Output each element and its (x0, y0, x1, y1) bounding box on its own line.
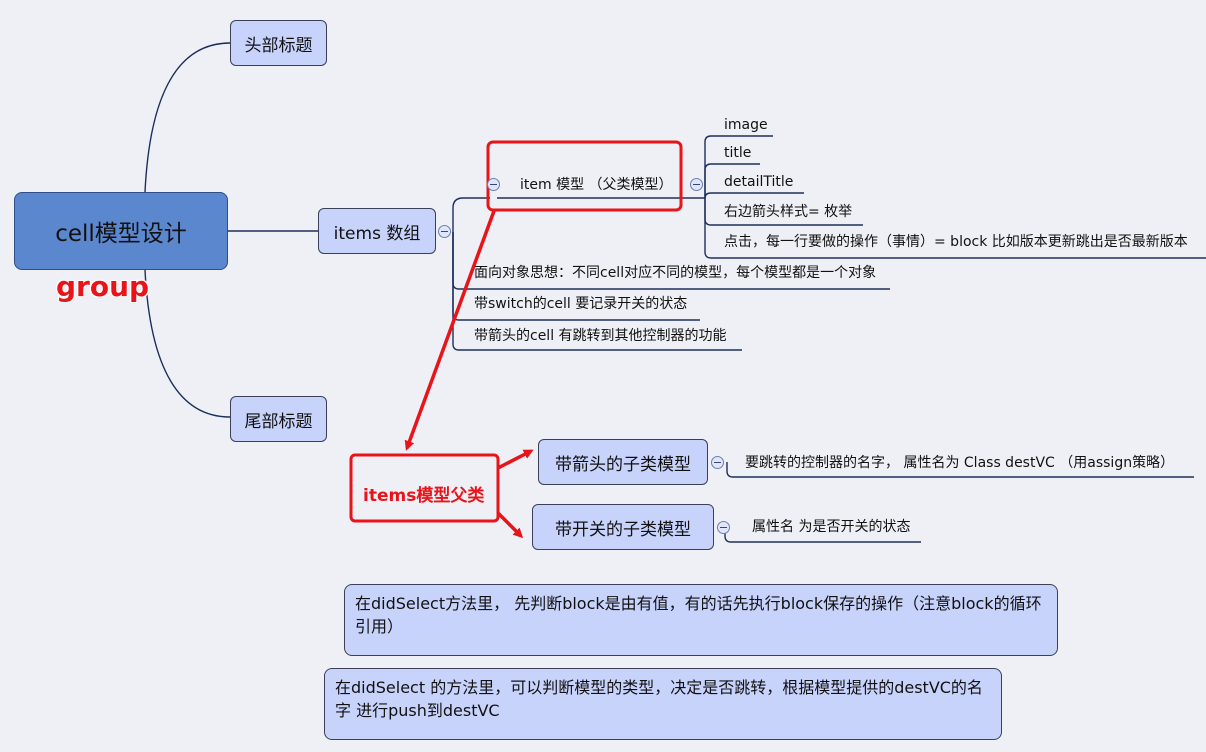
items-node[interactable]: items 数组 (318, 208, 436, 254)
connector-note-3 (452, 232, 742, 351)
item-model-expand-toggle[interactable] (487, 178, 500, 191)
property-image[interactable]: image (724, 117, 768, 133)
connector-item-model (452, 197, 490, 232)
property-detail-title[interactable]: detailTitle (724, 174, 794, 190)
root-annotation: group (56, 270, 150, 303)
property-arrow-style[interactable]: 右边箭头样式= 枚举 (724, 204, 853, 220)
arrow-to-sub-switch (496, 511, 524, 539)
subclass-arrow-label: 带箭头的子类模型 (555, 454, 691, 475)
connector-prop-title (704, 163, 760, 198)
note-didselect-push[interactable]: 在didSelect 的方法里，可以判断模型的类型，决定是否跳转，根据模型提供的… (324, 668, 1002, 740)
connector-header (144, 42, 231, 193)
header-node[interactable]: 头部标题 (230, 20, 327, 66)
property-click-block[interactable]: 点击，每一行要做的操作（事情）= block 比如版本更新跳出是否最新版本 (724, 234, 1188, 250)
connector-footer (144, 269, 231, 418)
arrow-to-parent-class (404, 210, 496, 451)
items-note-arrow[interactable]: 带箭头的cell 有跳转到其他控制器的功能 (474, 328, 727, 344)
note-didselect-block[interactable]: 在didSelect方法里， 先判断block是由有值，有的话先执行block保… (344, 584, 1058, 656)
items-collapse-toggle[interactable] (438, 225, 451, 238)
connector-prop-detail (704, 192, 804, 199)
item-model-label[interactable]: item 模型 （父类模型） (520, 177, 673, 193)
highlight-parent-class (349, 453, 500, 523)
subclass-arrow-detail[interactable]: 要跳转的控制器的名字， 属性名为 Class destVC （用assign策略… (745, 455, 1175, 471)
items-note-switch[interactable]: 带switch的cell 要记录开关的状态 (474, 296, 688, 312)
arrow-to-sub-arrow (497, 449, 534, 470)
connector-prop-block (704, 198, 1206, 259)
property-title[interactable]: title (724, 145, 752, 161)
items-label: items 数组 (333, 223, 421, 244)
parent-class-label: items模型父类 (363, 486, 485, 506)
subclass-arrow-node[interactable]: 带箭头的子类模型 (538, 439, 708, 485)
subclass-switch-collapse-toggle[interactable] (717, 521, 730, 534)
connector-sub-arrow-detail (726, 462, 1194, 478)
connector-sub-switch-detail (724, 527, 921, 543)
items-note-oop[interactable]: 面向对象思想：不同cell对应不同的模型，每个模型都是一个对象 (474, 265, 877, 281)
root-label: cell模型设计 (55, 221, 187, 247)
footer-label: 尾部标题 (244, 411, 313, 432)
header-label: 头部标题 (244, 35, 313, 56)
connector-prop-image (704, 135, 773, 198)
subclass-switch-detail[interactable]: 属性名 为是否开关的状态 (752, 519, 911, 535)
highlight-item-model (486, 140, 683, 212)
subclass-switch-node[interactable]: 带开关的子类模型 (532, 504, 714, 550)
footer-node[interactable]: 尾部标题 (230, 396, 327, 442)
item-model-collapse-toggle[interactable] (690, 178, 703, 191)
subclass-switch-label: 带开关的子类模型 (555, 519, 691, 540)
subclass-arrow-collapse-toggle[interactable] (711, 456, 724, 469)
root-node[interactable]: cell模型设计 (14, 192, 228, 270)
